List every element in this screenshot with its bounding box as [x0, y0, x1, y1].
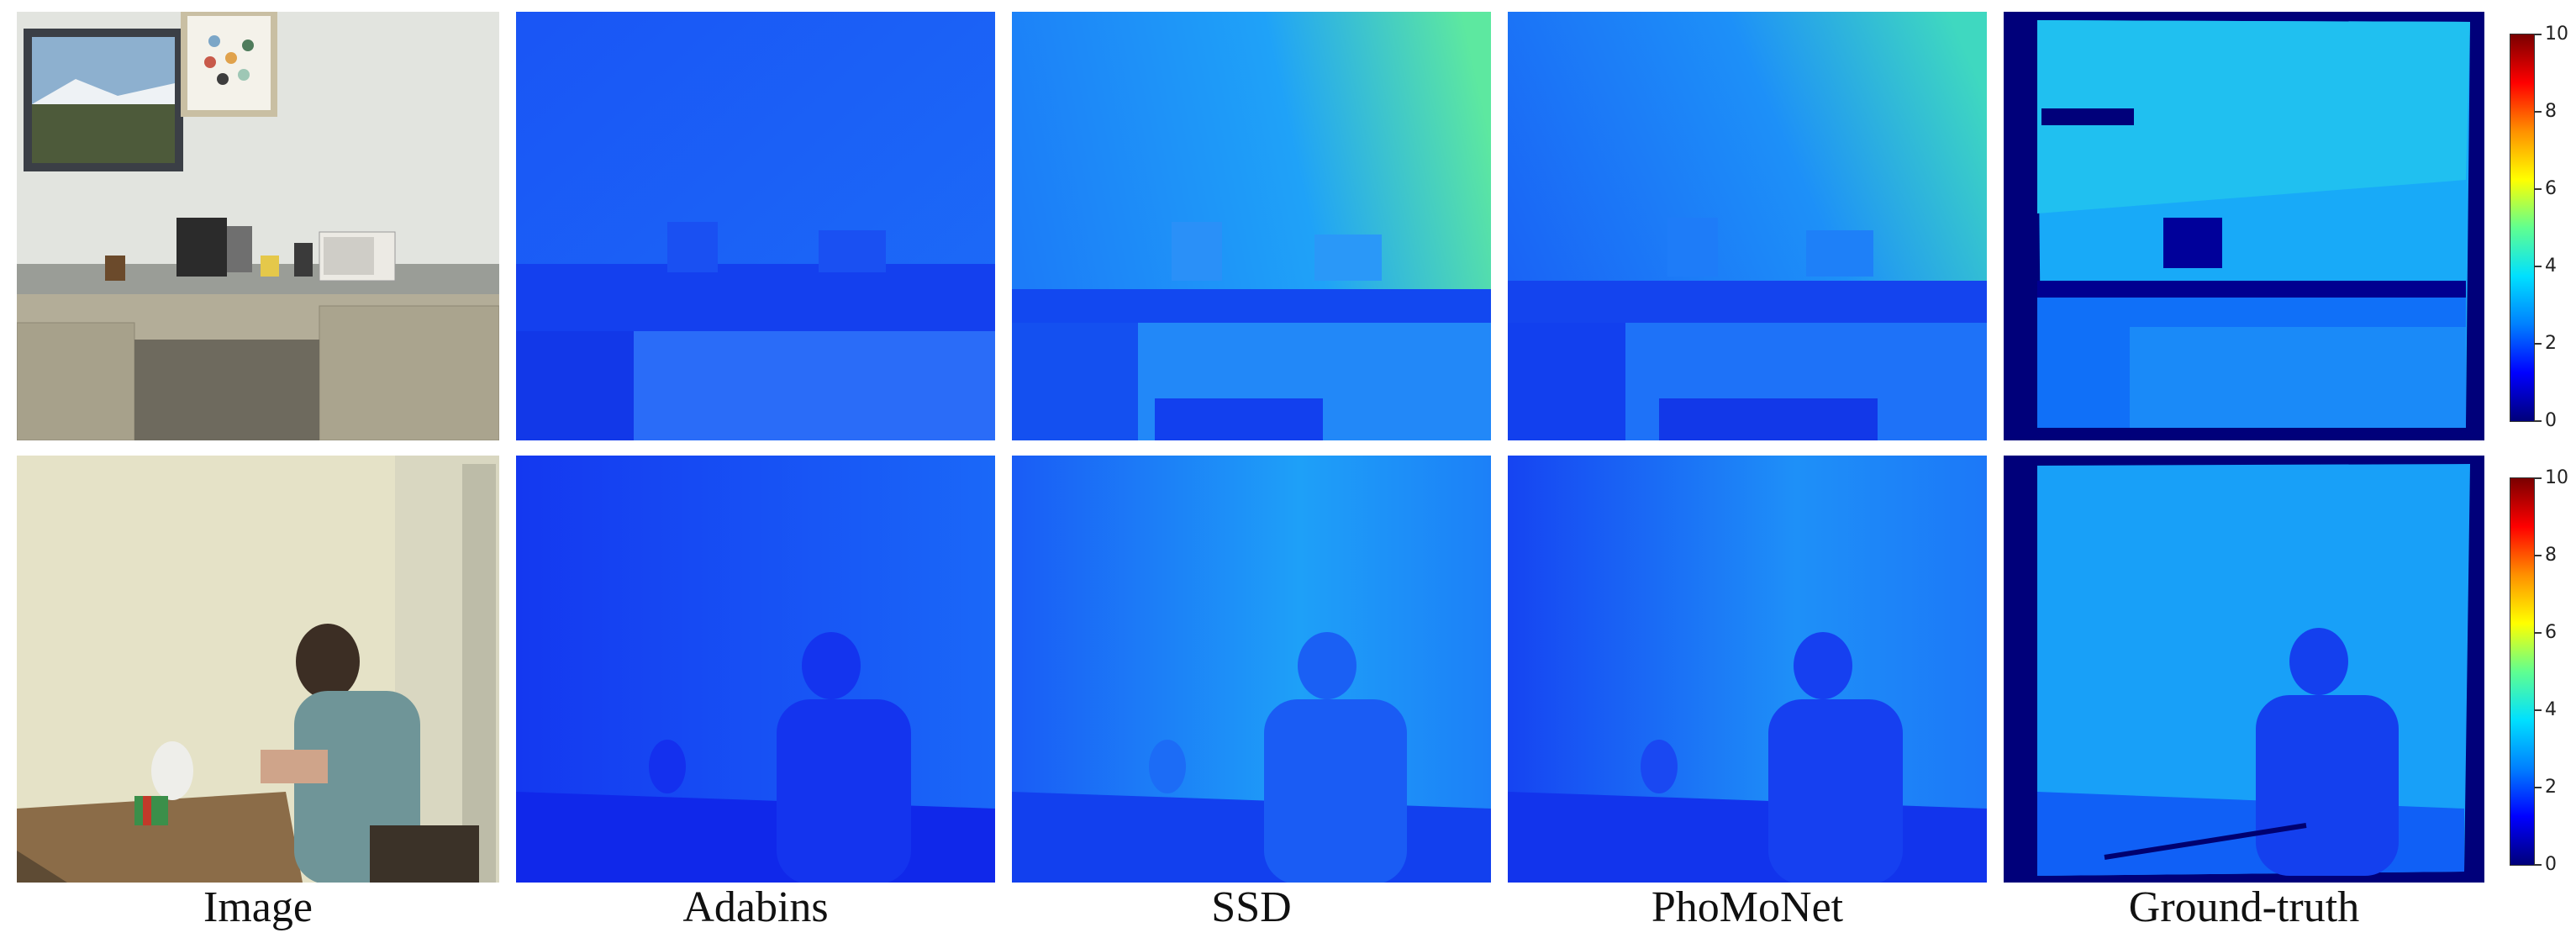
- tick-label: 0: [2535, 854, 2557, 875]
- tick-label: 2: [2535, 777, 2557, 798]
- row2-ssd-depth: [1012, 456, 1491, 883]
- depth-map: [2004, 456, 2484, 883]
- column-label-ssd: SSD: [1211, 883, 1292, 931]
- depth-map: [1508, 456, 1987, 883]
- tick-label: 6: [2535, 622, 2557, 643]
- depth-map: [1012, 12, 1491, 440]
- tick-label: 2: [2535, 333, 2557, 354]
- row1-ground-truth-depth: [2004, 12, 2484, 440]
- column-label-adabins: Adabins: [682, 883, 829, 931]
- row2-ground-truth-depth: [2004, 456, 2484, 883]
- tick-label: 8: [2535, 545, 2557, 566]
- person-photo: [17, 456, 499, 883]
- column-label-ground-truth: Ground-truth: [2128, 883, 2360, 931]
- column-label-phomonet: PhoMoNet: [1651, 883, 1844, 931]
- column-label-image: Image: [203, 883, 313, 931]
- depth-map: [516, 456, 995, 883]
- tick-label: 4: [2535, 256, 2557, 277]
- tick-label: 10: [2535, 467, 2568, 488]
- depth-map: [2004, 12, 2484, 440]
- kitchen-photo: [17, 12, 499, 440]
- tick-label: 8: [2535, 101, 2557, 122]
- tick-label: 10: [2535, 24, 2568, 45]
- tick-label: 4: [2535, 699, 2557, 720]
- row1-ssd-depth: [1012, 12, 1491, 440]
- row2-phomonet-depth: [1508, 456, 1987, 883]
- tick-label: 0: [2535, 410, 2557, 431]
- depth-map: [516, 12, 995, 440]
- row1-adabins-depth: [516, 12, 995, 440]
- row2-adabins-depth: [516, 456, 995, 883]
- row2-colorbar: [2510, 477, 2535, 866]
- row1-colorbar: [2510, 34, 2535, 422]
- row1-phomonet-depth: [1508, 12, 1987, 440]
- depth-map: [1012, 456, 1491, 883]
- depth-map: [1508, 12, 1987, 440]
- row2-image-panel: [17, 456, 499, 883]
- tick-label: 6: [2535, 178, 2557, 199]
- row1-image-panel: [17, 12, 499, 440]
